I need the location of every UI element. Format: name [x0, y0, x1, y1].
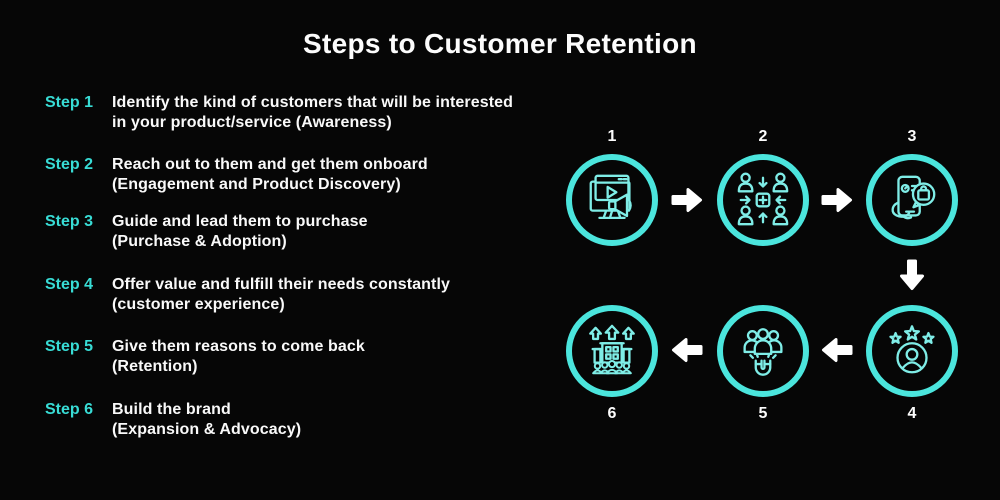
step-row-4: Step 4 Offer value and fulfill their nee… [45, 275, 450, 315]
node-1-number: 1 [607, 128, 617, 145]
step-2-text: Reach out to them and get them onboard (… [112, 156, 428, 193]
step-1-label: Step 1 [45, 94, 94, 111]
step-row-2: Step 2 Reach out to them and get them on… [45, 155, 428, 195]
node-2-number: 2 [758, 128, 768, 145]
node-3-number: 3 [907, 128, 917, 145]
step-row-3: Step 3 Guide and lead them to purchase (… [45, 212, 368, 252]
step-3-label: Step 3 [45, 213, 94, 230]
node-4-number: 4 [907, 405, 917, 422]
arrow-left-4-to-5-icon [822, 338, 853, 362]
video-megaphone-icon [589, 174, 632, 220]
arrow-right-2-to-3-icon [821, 188, 852, 212]
team-connect-icon [737, 172, 789, 226]
brand-growth-icon [589, 324, 635, 375]
arrow-left-5-to-6-icon [672, 338, 703, 362]
customer-rating-icon [889, 325, 935, 374]
flow-node-4 [866, 305, 958, 397]
step-6-label: Step 6 [45, 401, 94, 418]
step-1-text: Identify the kind of customers that will… [112, 94, 514, 131]
step-2-label: Step 2 [45, 156, 94, 173]
step-3-text: Guide and lead them to purchase (Purchas… [112, 213, 368, 250]
node-5-number: 5 [758, 405, 768, 422]
customer-magnet-icon [743, 328, 783, 376]
arrow-down-3-to-4-icon [900, 259, 924, 290]
step-row-5: Step 5 Give them reasons to come back (R… [45, 337, 365, 377]
flow-node-2 [717, 154, 809, 246]
step-row-6: Step 6 Build the brand (Expansion & Advo… [45, 400, 301, 440]
flow-node-3 [866, 154, 958, 246]
arrow-right-1-to-2-icon [671, 188, 702, 212]
flow-node-1 [566, 154, 658, 246]
step-5-text: Give them reasons to come back (Retentio… [112, 338, 365, 375]
step-6-text: Build the brand (Expansion & Advocacy) [112, 401, 302, 438]
step-4-label: Step 4 [45, 276, 94, 293]
step-row-1: Step 1 Identify the kind of customers th… [45, 93, 513, 133]
mobile-shopping-icon [891, 175, 936, 220]
step-4-text: Offer value and fulfill their needs cons… [112, 276, 450, 313]
flow-node-6 [566, 305, 658, 397]
node-6-number: 6 [607, 405, 617, 422]
page-title: Steps to Customer Retention [303, 28, 697, 59]
step-5-label: Step 5 [45, 338, 94, 355]
flow-node-5 [717, 305, 809, 397]
